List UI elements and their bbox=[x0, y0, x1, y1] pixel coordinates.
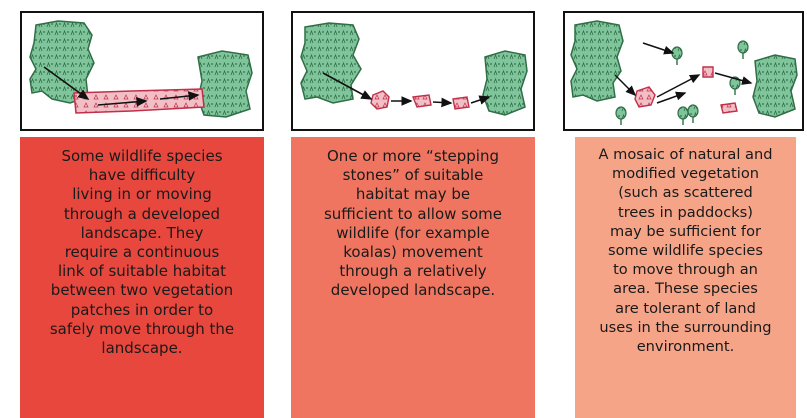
movement-arrow bbox=[43, 66, 90, 100]
modified-vegetation-patch bbox=[720, 102, 738, 114]
movement-arrow bbox=[432, 97, 453, 108]
movement-arrow bbox=[470, 95, 491, 105]
stepping-stone-patch bbox=[370, 90, 390, 110]
movement-arrow bbox=[714, 72, 753, 85]
movement-arrow bbox=[642, 42, 675, 55]
movement-arrow bbox=[159, 91, 200, 101]
movement-arrow bbox=[97, 97, 148, 107]
corridor-illustration bbox=[20, 11, 264, 131]
modified-vegetation-patch bbox=[634, 86, 656, 108]
vegetation-patch-right bbox=[482, 50, 528, 116]
vegetation-patch-right bbox=[752, 54, 798, 118]
mosaic-illustration bbox=[563, 11, 804, 131]
panel-caption: A mosaic of natural and modified vegetat… bbox=[575, 137, 796, 418]
panel-caption: One or more “stepping stones” of suitabl… bbox=[291, 137, 535, 418]
movement-arrow bbox=[614, 74, 637, 97]
movement-arrow bbox=[656, 91, 687, 104]
vegetation-patch-left bbox=[570, 20, 624, 102]
movement-arrow bbox=[656, 74, 701, 98]
panel-caption: Some wildlife species have difficulty li… bbox=[20, 137, 264, 418]
scattered-tree bbox=[737, 40, 749, 60]
modified-vegetation-patch bbox=[702, 66, 714, 78]
scattered-tree bbox=[671, 46, 683, 66]
stepping-stones-illustration bbox=[291, 11, 535, 131]
stepping-stone-patch bbox=[412, 94, 432, 108]
vegetation-patch-left bbox=[300, 22, 362, 104]
movement-arrow bbox=[322, 72, 373, 100]
vegetation-patch-left bbox=[29, 20, 95, 104]
scattered-tree bbox=[687, 104, 699, 124]
scattered-tree bbox=[615, 106, 627, 126]
scattered-tree bbox=[677, 106, 689, 126]
vegetation-patch-right bbox=[197, 50, 253, 118]
stepping-stone-patch bbox=[452, 96, 470, 110]
